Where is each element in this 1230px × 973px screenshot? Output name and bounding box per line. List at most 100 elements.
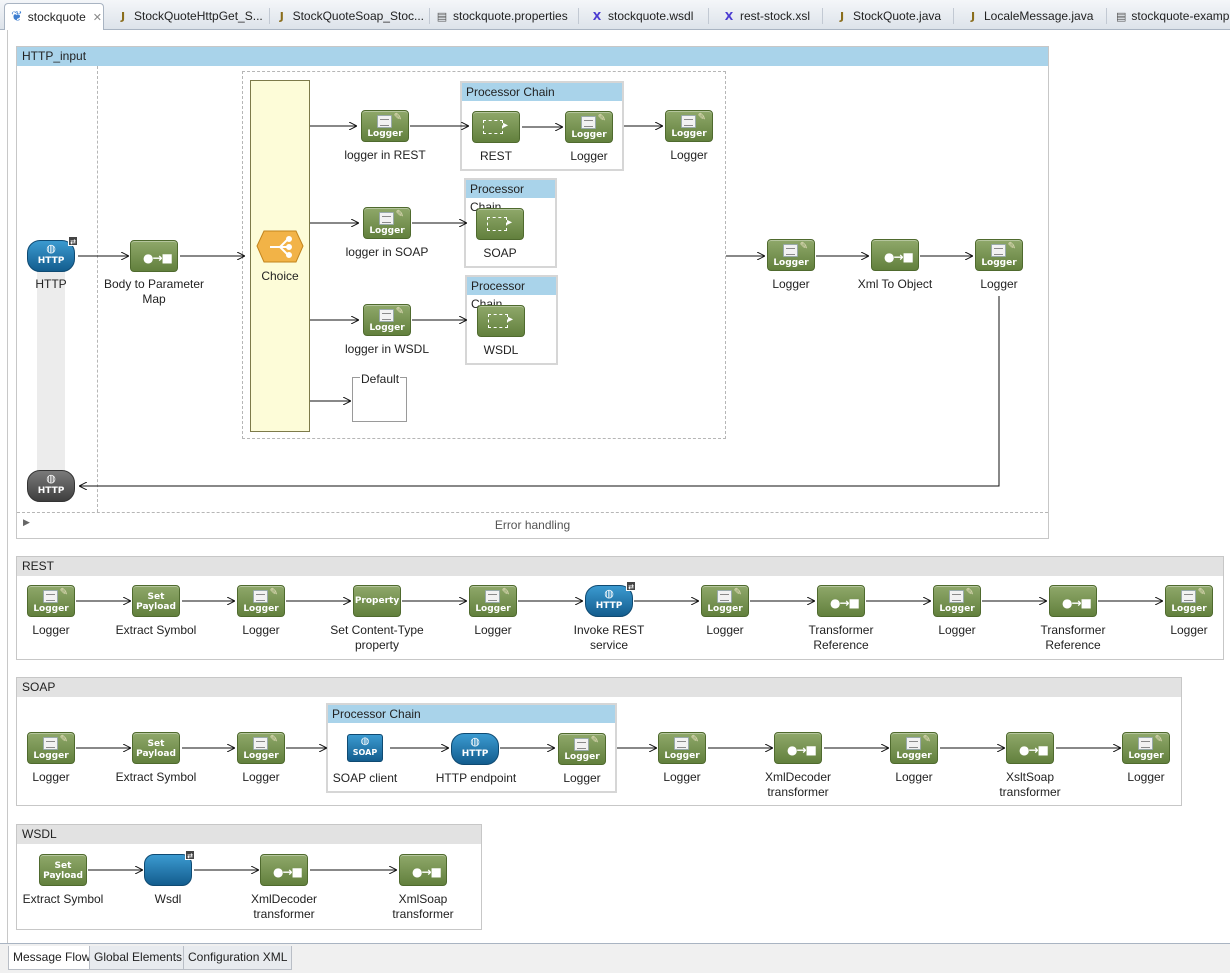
logger-node[interactable]: ✎Logger (1122, 732, 1170, 764)
tab-message-flow[interactable]: Message Flow (8, 946, 96, 970)
error-handling-row[interactable]: ▶ Error handling (17, 512, 1048, 536)
tab-localemessage-java[interactable]: J LocaleMessage.java (961, 3, 1107, 29)
node-label: XmlDecoder transformer (250, 892, 318, 921)
logger-in-rest[interactable]: ✎Logger (361, 110, 409, 142)
wsdl-chain-reference[interactable]: ▸ (477, 305, 525, 337)
logger-node[interactable]: ✎Logger (890, 732, 938, 764)
logger-node[interactable]: ✎Logger (933, 585, 981, 617)
pencil-icon: ✎ (922, 734, 931, 745)
icon-caption: HTTP (37, 256, 65, 266)
logger-node[interactable]: ✎Logger (558, 733, 606, 765)
logger-node[interactable]: ✎Logger (975, 239, 1023, 271)
logger-node[interactable]: ✎Logger (469, 585, 517, 617)
icon-caption: Property (354, 596, 400, 606)
chain-title: Processor Chain (462, 83, 622, 101)
exchange-pattern-icon: ⇄ (185, 850, 195, 860)
pencil-icon: ✎ (799, 241, 808, 252)
property-node[interactable]: Property (353, 585, 401, 617)
logger-node[interactable]: ✎Logger (237, 732, 285, 764)
node-label: Logger (1127, 770, 1165, 784)
icon-caption: Set (54, 861, 72, 871)
node-label: SOAP client (332, 771, 398, 785)
http-response[interactable]: ◍HTTP (27, 470, 75, 502)
logger-node[interactable]: ✎Logger (767, 239, 815, 271)
document-icon (681, 115, 696, 128)
tab-label: StockQuoteSoap_Stoc... (292, 9, 424, 23)
logger-node[interactable]: ✎Logger (701, 585, 749, 617)
body-to-parameter-map-transformer[interactable]: ●→■ (130, 240, 178, 272)
xml-to-object-transformer[interactable]: ●→■ (871, 239, 919, 271)
text-file-icon: ▤ (436, 9, 448, 23)
java-file-icon: J (120, 9, 126, 23)
transformer-reference[interactable]: ●→■ (1049, 585, 1097, 617)
close-icon[interactable]: ✕ (92, 10, 102, 24)
node-label: WSDL (483, 343, 519, 357)
node-label: Logger (663, 770, 701, 784)
xmldecoder-transformer[interactable]: ●→■ (774, 732, 822, 764)
chain-title: Processor Chain (328, 705, 615, 723)
document-icon (1138, 737, 1153, 750)
rest-chain-reference[interactable]: ▸ (472, 111, 520, 143)
pencil-icon: ✎ (395, 209, 404, 220)
flow-title: REST (17, 557, 1223, 576)
expand-triangle-icon[interactable]: ▶ (23, 518, 30, 528)
logger-node[interactable]: ✎Logger (658, 732, 706, 764)
pencil-icon: ✎ (690, 734, 699, 745)
mule-icon: ❦ (11, 9, 23, 25)
xmldecoder-transformer[interactable]: ●→■ (260, 854, 308, 886)
logger-node[interactable]: ✎Logger (565, 111, 613, 143)
exchange-pattern-icon: ⇄ (626, 581, 636, 591)
logger-in-wsdl[interactable]: ✎Logger (363, 304, 411, 336)
tab-stockquote[interactable]: ❦ stockquote ✕ (4, 3, 104, 30)
icon-caption: Payload (136, 749, 176, 759)
tab-stockquote-properties[interactable]: ▤ stockquote.properties (430, 3, 579, 29)
processor-chain-rest[interactable]: Processor Chain (460, 81, 624, 171)
tab-global-elements[interactable]: Global Elements (89, 946, 188, 970)
logger-in-soap[interactable]: ✎Logger (363, 207, 411, 239)
soap-chain-reference[interactable]: ▸ (476, 208, 524, 240)
document-icon (906, 737, 921, 750)
document-icon (485, 590, 500, 603)
xml-file-icon: X (724, 9, 734, 23)
error-handling-label: Error handling (494, 518, 571, 532)
logger-node[interactable]: ✎Logger (1165, 585, 1213, 617)
tab-stockquote-example[interactable]: ▤ stockquote-examp (1110, 3, 1230, 29)
logger-node[interactable]: ✎Logger (27, 732, 75, 764)
document-icon (1181, 590, 1196, 603)
tab-configuration-xml[interactable]: Configuration XML (183, 946, 293, 970)
logger-node[interactable]: ✎Logger (237, 585, 285, 617)
xmlsoap-transformer[interactable]: ●→■ (399, 854, 447, 886)
globe-icon: ◍ (360, 736, 370, 747)
node-label: logger in SOAP (345, 245, 429, 259)
node-label: Extract Symbol (115, 623, 197, 637)
tab-stockquote-wsdl[interactable]: X stockquote.wsdl (585, 3, 709, 29)
tab-stockquotesoap[interactable]: J StockQuoteSoap_Stoc... (270, 3, 430, 29)
xsltsoap-transformer[interactable]: ●→■ (1006, 732, 1054, 764)
document-icon (379, 212, 394, 225)
logger-node[interactable]: ✎Logger (27, 585, 75, 617)
node-label: SOAP (483, 246, 517, 260)
tab-stockquotehttpget[interactable]: J StockQuoteHttpGet_S... (111, 3, 270, 29)
soap-client-component[interactable]: ◍SOAP (347, 734, 383, 762)
wsdl-endpoint[interactable]: ⇄ (144, 850, 195, 886)
editor-tab-bar: ❦ stockquote ✕ J StockQuoteHttpGet_S... … (0, 0, 1230, 30)
invoke-rest-http-endpoint[interactable]: ◍HTTP⇄ (585, 581, 636, 617)
globe-icon: ◍ (46, 472, 56, 485)
http-inbound-endpoint[interactable]: ◍HTTP⇄ (27, 236, 78, 272)
icon-caption: Logger (1128, 751, 1164, 761)
node-label: Logger (938, 623, 976, 637)
tab-stockquote-java[interactable]: J StockQuote.java (830, 3, 954, 29)
logger-node[interactable]: ✎Logger (665, 110, 713, 142)
node-label: REST (479, 149, 513, 163)
transformer-reference[interactable]: ●→■ (817, 585, 865, 617)
node-label: Logger (474, 623, 512, 637)
icon-caption: HTTP (461, 749, 489, 759)
tab-label: stockquote (27, 10, 86, 24)
tab-rest-stock-xsl[interactable]: X rest-stock.xsl (717, 3, 823, 29)
http-outbound-endpoint[interactable]: ◍HTTP (451, 733, 499, 765)
node-label: Logger (32, 623, 70, 637)
document-icon (377, 115, 392, 128)
